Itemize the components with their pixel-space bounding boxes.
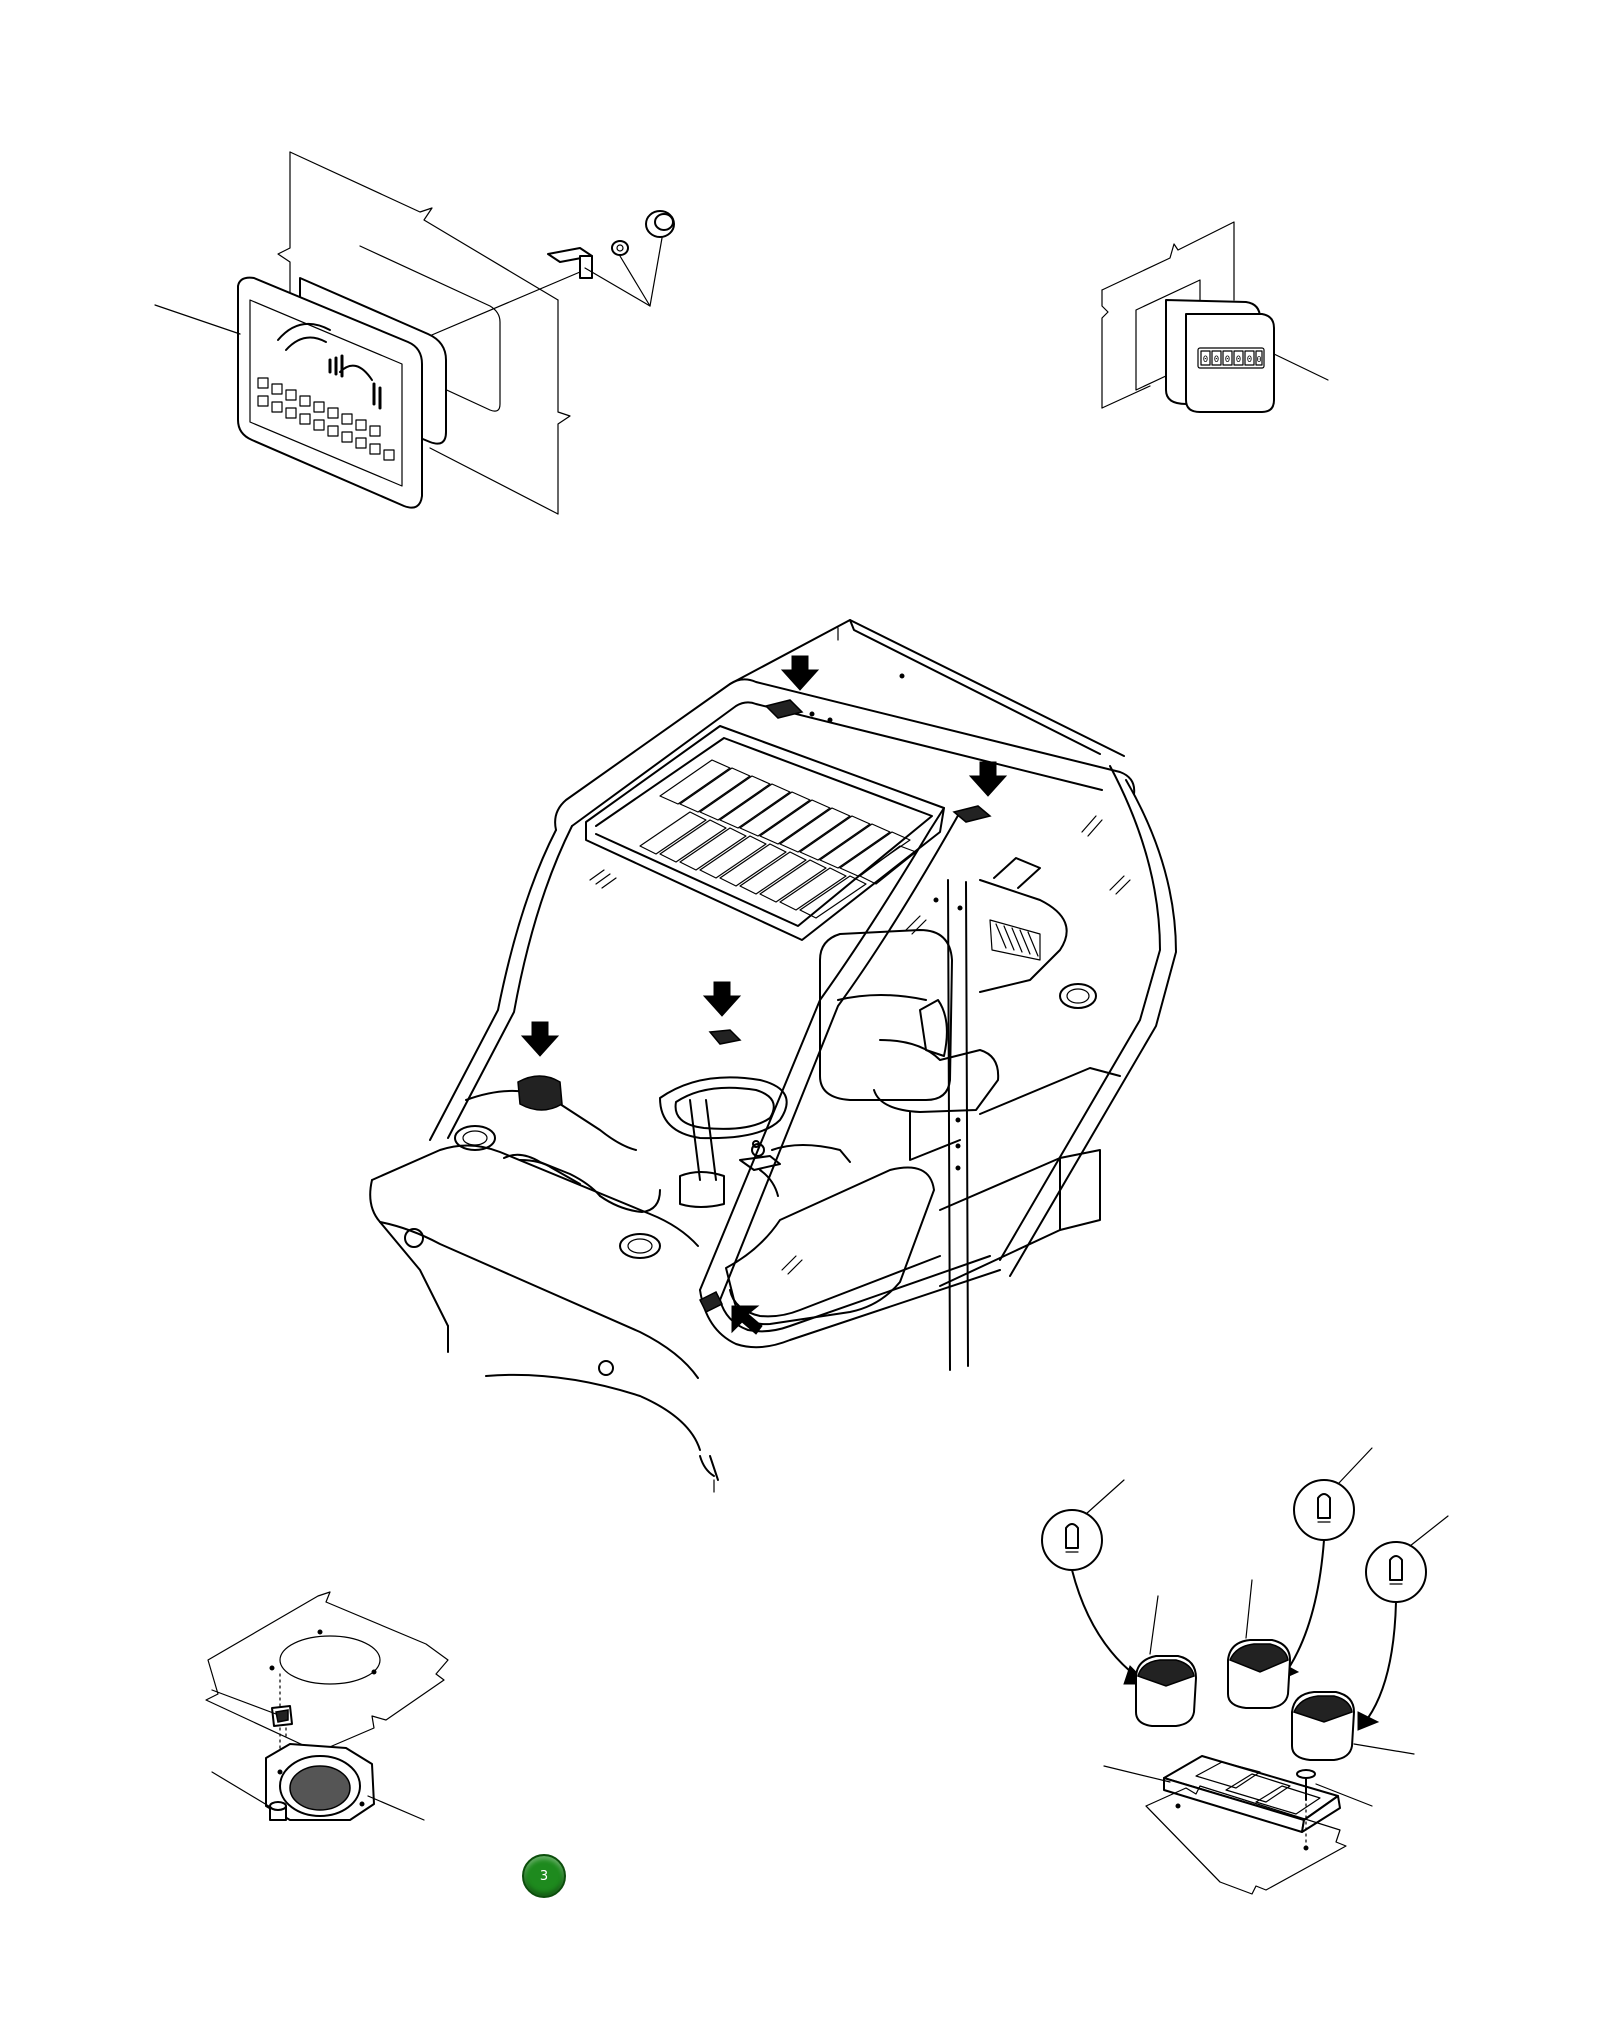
rocker-switch-2[interactable]	[1227, 1639, 1291, 1709]
bulb-2[interactable]	[1293, 1479, 1355, 1541]
speaker-detail	[205, 1591, 449, 1821]
rocker-switch-3[interactable]	[1291, 1691, 1355, 1761]
roof-guard	[585, 725, 945, 941]
locator-arrow-2	[968, 761, 1008, 797]
locator-arrow-5	[731, 1305, 763, 1335]
hour-meter-digit: 0	[1225, 355, 1230, 365]
glass-hatching	[589, 815, 1131, 1275]
locator-arrow-1	[780, 655, 820, 691]
cluster-knob[interactable]	[645, 210, 675, 238]
bulb-1[interactable]	[1041, 1509, 1103, 1571]
hour-meter-digits: 0 0 0 0 0 0	[1200, 350, 1263, 366]
cluster-washer[interactable]	[611, 240, 629, 256]
hour-meter-digit: 0	[1257, 355, 1262, 364]
bulb-3[interactable]	[1365, 1541, 1427, 1603]
panel-screw[interactable]	[1296, 1769, 1316, 1801]
page-badge-label: 3	[539, 1868, 549, 1884]
hour-meter-digit: 0	[1247, 355, 1252, 365]
instrument-cluster[interactable]	[237, 276, 447, 509]
cluster-bracket[interactable]	[547, 247, 593, 279]
hour-meter[interactable]: 0 0 0 0 0 0	[1165, 299, 1275, 413]
hour-meter-digit: 0	[1214, 355, 1219, 365]
locator-arrow-4	[520, 1021, 560, 1057]
rear-vent-slots	[995, 923, 1039, 957]
speaker[interactable]	[265, 1743, 375, 1821]
locator-arrow-3	[702, 981, 742, 1017]
instrument-cluster-detail	[154, 151, 675, 515]
locator-arrows	[520, 655, 1008, 1335]
rocker-switch-1[interactable]	[1135, 1655, 1197, 1727]
hour-meter-digit: 0	[1236, 355, 1241, 365]
switch-panel[interactable]	[1163, 1755, 1341, 1833]
cab-assembly	[369, 619, 1177, 1493]
hour-meter-digit: 0	[1203, 355, 1208, 365]
speaker-screw[interactable]	[269, 1801, 287, 1821]
rocker-switch-detail	[1041, 1447, 1449, 1895]
cluster-warning-lamps	[257, 377, 395, 461]
page-badge[interactable]: 3	[522, 1854, 566, 1898]
hour-meter-detail: 0 0 0 0 0 0	[1101, 221, 1329, 413]
speaker-clip[interactable]	[271, 1705, 293, 1727]
